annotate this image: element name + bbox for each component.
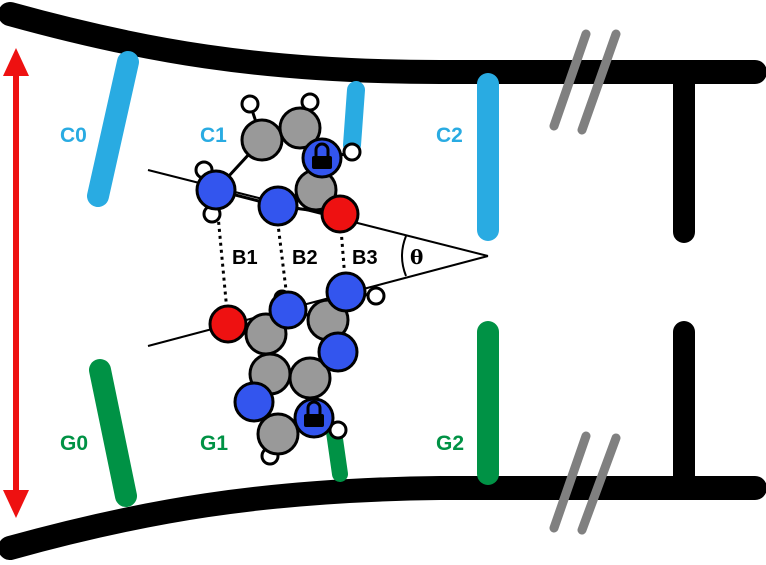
guanine-atoms [208, 271, 386, 466]
label-g1: G1 [200, 432, 228, 455]
atom-h [240, 94, 260, 114]
upper-backbone [0, 2, 766, 84]
atom-c [240, 118, 284, 162]
atom-n [195, 169, 237, 211]
atom-n [233, 381, 275, 423]
break-mark-bottom [549, 431, 621, 535]
label-g0: G0 [60, 432, 88, 455]
label-theta: θ [410, 245, 423, 269]
label-c2: C2 [436, 124, 463, 147]
distance-arrow [3, 48, 29, 518]
cytosine-atoms [194, 92, 362, 234]
atom-h [366, 286, 386, 306]
label-g2: G2 [436, 432, 464, 455]
lock-icon [304, 400, 324, 427]
atom-o [208, 304, 248, 344]
lower-backbone [0, 476, 766, 560]
label-c0: C0 [60, 124, 87, 147]
label-b2: B2 [292, 247, 318, 269]
atom-n [317, 331, 359, 373]
atom-n [325, 271, 367, 313]
atom-h [342, 142, 362, 162]
label-c1: C1 [200, 124, 227, 147]
lock-icon [312, 142, 332, 169]
atom-c [278, 106, 322, 150]
atom-c [256, 412, 300, 456]
base-g0 [89, 359, 137, 507]
base-c0 [87, 51, 139, 207]
break-mark-top [549, 29, 621, 135]
label-b1: B1 [232, 247, 258, 269]
atom-o [320, 194, 360, 234]
base-c1 [343, 81, 365, 154]
theta-arc [401, 235, 407, 277]
label-b3: B3 [352, 247, 378, 269]
atom-n [268, 290, 308, 330]
atom-n [257, 185, 299, 227]
